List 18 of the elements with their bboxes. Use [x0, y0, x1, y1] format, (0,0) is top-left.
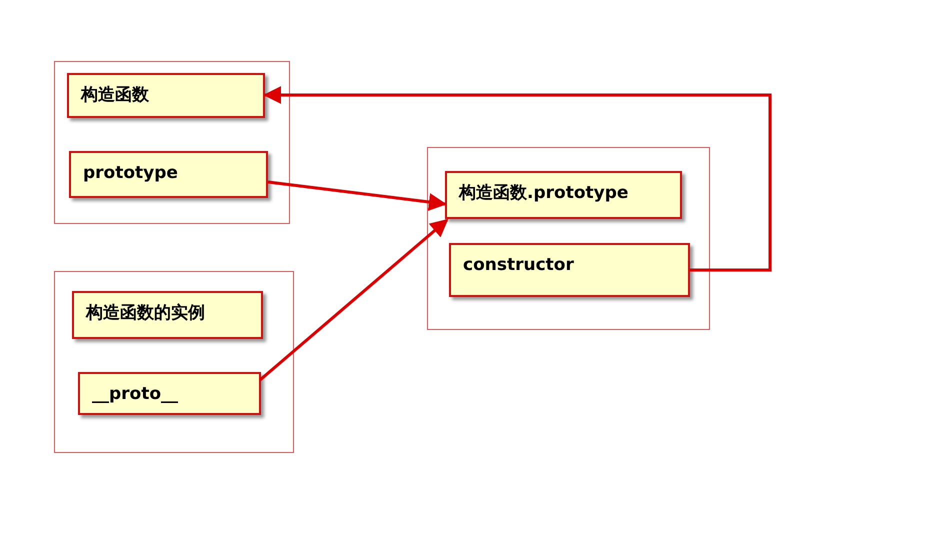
- property-box: [78, 372, 261, 415]
- property-box: [67, 73, 265, 118]
- box-label: 构造函数.prototype: [459, 183, 628, 204]
- arrow: [268, 180, 447, 211]
- box-label: 构造函数: [81, 85, 149, 106]
- group-box: [54, 271, 294, 453]
- box-label: __proto__: [92, 384, 178, 404]
- box-label: constructor: [463, 255, 574, 276]
- group-box: [427, 147, 710, 330]
- arrow: [263, 86, 772, 272]
- arrow: [259, 218, 448, 382]
- box-label: prototype: [83, 163, 178, 184]
- property-box: [449, 243, 690, 297]
- property-box: [72, 291, 263, 339]
- property-box: [445, 171, 682, 219]
- box-label: 构造函数的实例: [86, 303, 205, 324]
- group-box: [54, 61, 290, 224]
- property-box: [69, 151, 268, 198]
